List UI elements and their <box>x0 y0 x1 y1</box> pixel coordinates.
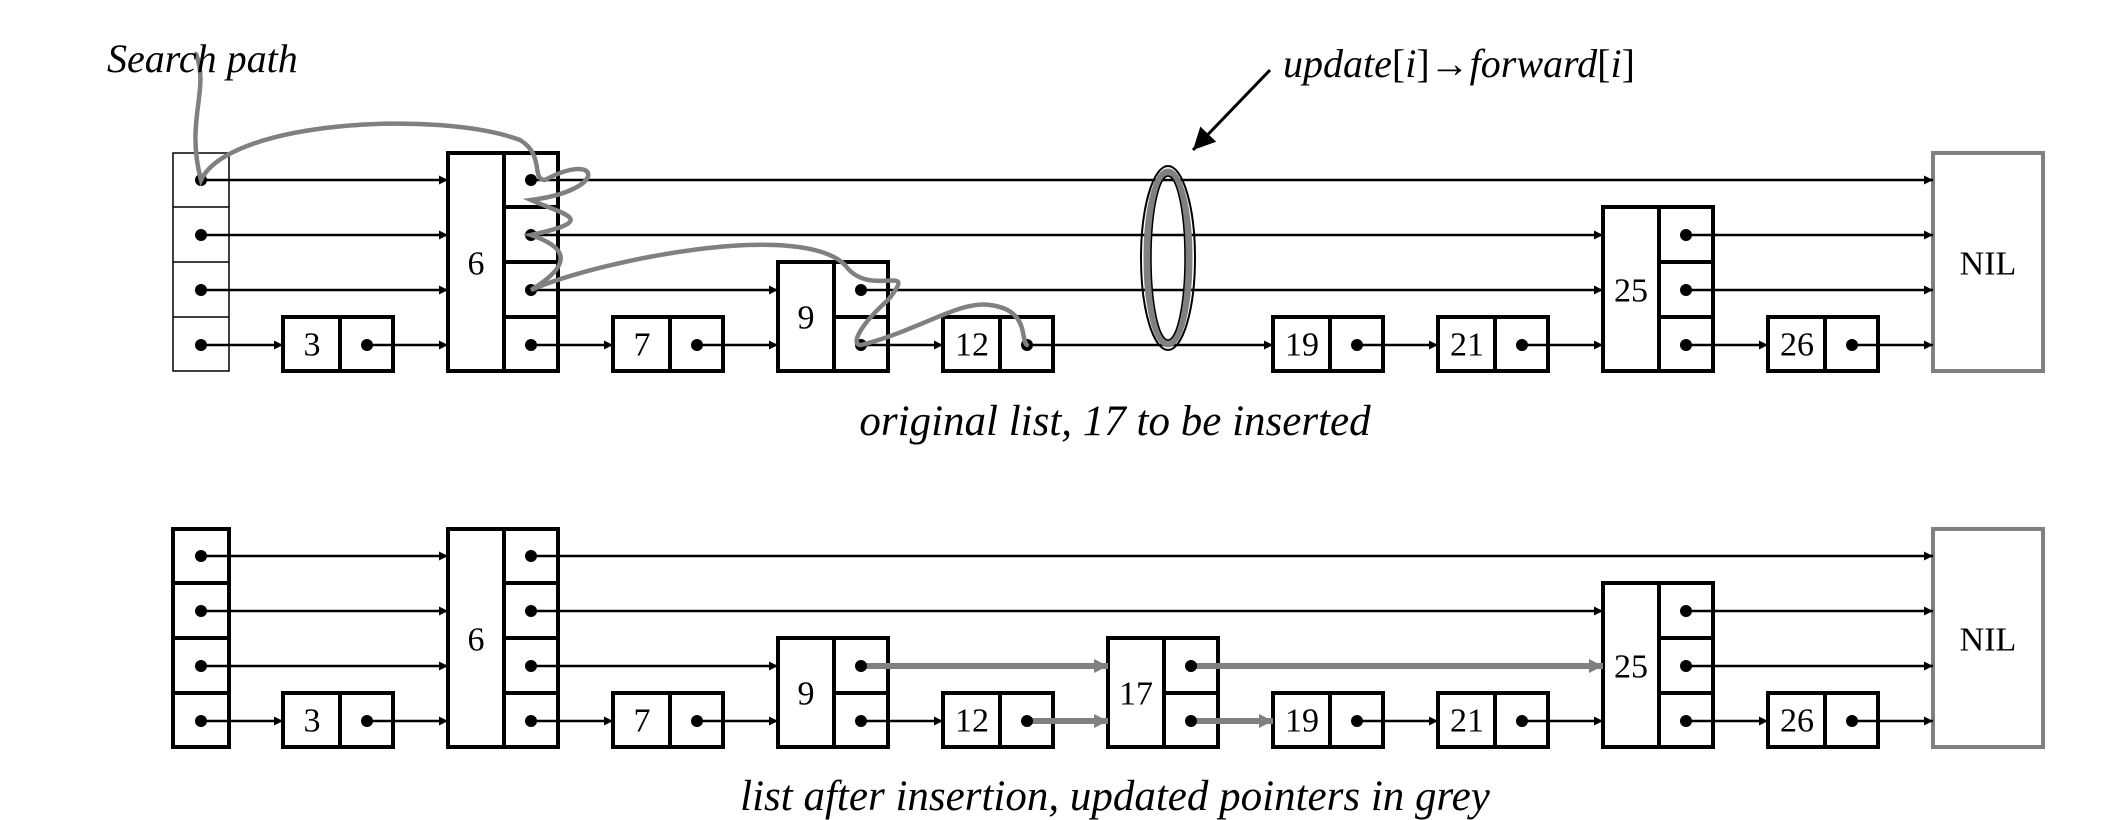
update-callout-arrow <box>1191 68 1272 152</box>
top-node-21-key: 21 <box>1450 327 1484 364</box>
bottom-list: 3 6 7 9 12 17 19 21 25 26 NIL <box>171 527 2045 820</box>
forward-bracket-close: ] <box>1622 41 1635 86</box>
top-node-9-key: 9 <box>798 300 815 337</box>
top-node-25-key: 25 <box>1614 273 1648 310</box>
update-bracket-close: ] <box>1416 41 1429 86</box>
bottom-pointer-dots <box>195 550 1858 727</box>
updated-pointers <box>861 659 1603 728</box>
update-word: update <box>1283 41 1392 86</box>
bottom-node-6-key: 6 <box>468 622 485 659</box>
bottom-node-3-key: 3 <box>304 703 321 740</box>
top-node-3-key: 3 <box>304 327 321 364</box>
bottom-node-17-key: 17 <box>1119 676 1153 713</box>
top-node-19-key: 19 <box>1285 327 1319 364</box>
bottom-node-26-key: 26 <box>1780 703 1814 740</box>
bottom-node-6 <box>446 527 560 749</box>
top-node-6 <box>446 151 560 373</box>
bottom-node-25-key: 25 <box>1614 649 1648 686</box>
bottom-node-7-key: 7 <box>634 703 651 740</box>
update-forward-label: update[i]→forward[i] <box>1283 41 1635 86</box>
top-pointer-dots <box>195 174 1858 351</box>
caption-top: original list, 17 to be inserted <box>859 398 1371 445</box>
bottom-node-17 <box>1106 636 1220 749</box>
forward-word: forward <box>1470 41 1598 86</box>
bottom-nil-label: NIL <box>1960 622 2017 659</box>
bottom-header-node <box>171 527 231 749</box>
top-node-12-key: 12 <box>955 327 989 364</box>
bottom-node-21-key: 21 <box>1450 703 1484 740</box>
bottom-node-12-key: 12 <box>955 703 989 740</box>
bottom-node-19-key: 19 <box>1285 703 1319 740</box>
bottom-nil-node <box>1931 527 2045 749</box>
caption-bottom: list after insertion, updated pointers i… <box>740 773 1491 820</box>
top-node-9 <box>776 260 890 373</box>
update-index-i: i <box>1405 41 1416 86</box>
bottom-node-9 <box>776 636 890 749</box>
search-path-label: Search path <box>107 36 298 81</box>
forward-bracket-open: [ <box>1597 41 1610 86</box>
top-header-node <box>172 152 230 372</box>
top-node-26-key: 26 <box>1780 327 1814 364</box>
top-pointers <box>201 175 1933 350</box>
bottom-node-9-key: 9 <box>798 676 815 713</box>
top-list: 3 6 7 9 12 19 21 25 26 NIL <box>107 36 2045 445</box>
update-forward-ellipse <box>1140 165 1196 351</box>
top-node-6-key: 6 <box>468 246 485 283</box>
search-path-curve <box>193 51 1030 348</box>
top-nil-node <box>1931 151 2045 373</box>
top-node-7-key: 7 <box>634 327 651 364</box>
update-bracket-open: [ <box>1392 41 1405 86</box>
update-arrow-glyph: → <box>1430 41 1470 86</box>
top-nil-label: NIL <box>1960 246 2017 283</box>
forward-index-i: i <box>1610 41 1621 86</box>
bottom-pointers <box>201 551 1933 726</box>
